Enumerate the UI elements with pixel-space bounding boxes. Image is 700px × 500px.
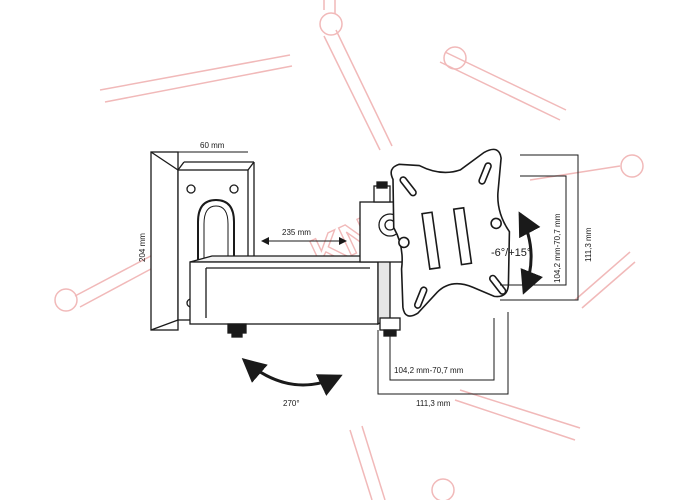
vesa-plate	[390, 148, 511, 317]
vesa-hole	[398, 236, 410, 249]
swivel-arrow	[241, 358, 343, 396]
arm-extension-label: 235 mm	[282, 228, 311, 237]
vesa-window	[421, 211, 441, 270]
pivot-knob	[227, 323, 247, 334]
vesa-hole	[490, 217, 502, 230]
vesa-slot	[478, 162, 492, 185]
arm-body	[189, 261, 379, 325]
tilt-arrow	[518, 211, 543, 295]
wall-plate-side	[150, 151, 179, 331]
watermark-circles	[54, 12, 644, 500]
vesa-vertical-range-label: 104,2 mm-70,7 mm	[553, 213, 562, 283]
vesa-slot	[413, 286, 428, 309]
vesa-window	[452, 206, 473, 266]
dimension-labels: 60 mm 204 mm 235 mm 104,2 mm-70,7 mm 111…	[138, 141, 593, 408]
vesa-slot	[399, 176, 417, 197]
watermark-lines	[74, 0, 636, 500]
vesa-horizontal-range-label: 104,2 mm-70,7 mm	[394, 366, 464, 375]
wall-plate-height-label: 204 mm	[138, 233, 147, 262]
rotation-arrows	[241, 211, 543, 396]
vesa-horizontal-outer-label: 111,3 mm	[416, 399, 451, 408]
tilt-angle-label: -6°/+15°	[491, 247, 531, 259]
vesa-vertical-outer-label: 111,3 mm	[584, 227, 593, 262]
screw-hole	[229, 184, 239, 194]
wall-plate-width-label: 60 mm	[200, 141, 225, 150]
screw-hole	[186, 184, 196, 194]
vesa-slot	[488, 274, 507, 295]
vesa-plate-outline	[390, 148, 511, 317]
swivel-angle-label: 270°	[283, 399, 300, 408]
